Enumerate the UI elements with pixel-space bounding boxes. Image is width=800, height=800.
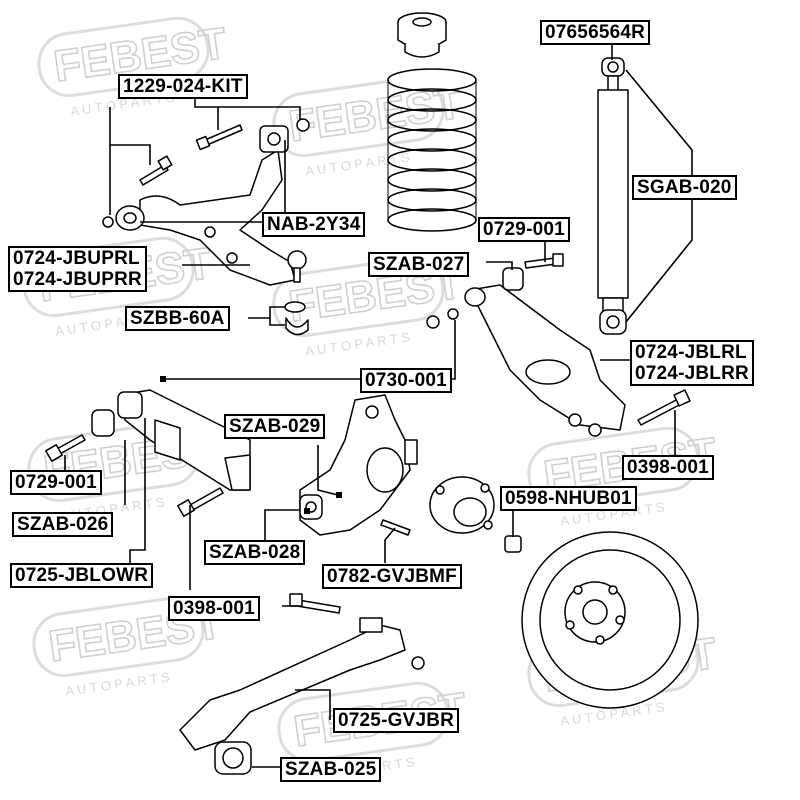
lower-rear-arm (464, 267, 626, 437)
bolt-0729-top (524, 253, 564, 269)
part-label-szbb-60a[interactable]: SZBB-60A (125, 306, 230, 331)
part-number: 0724-JBUPRL (13, 248, 140, 269)
part-number: 0398-001 (173, 598, 255, 619)
watermark-logo: FEBEST A U T O P A R T S (37, 16, 230, 119)
part-number: SZAB-027 (373, 254, 465, 275)
part-number: 1229-024-KIT (123, 76, 243, 97)
part-number: 0782-GVJBMF (327, 566, 457, 587)
part-number: 0724-JBLRL (635, 342, 747, 363)
part-number: SZAB-029 (229, 416, 321, 437)
upper-control-arm (115, 125, 307, 286)
part-label-0598-nhub01[interactable]: 0598-NHUB01 (500, 486, 637, 511)
part-number: 0724-JBUPRR (13, 269, 142, 290)
part-number: NAB-2Y34 (267, 214, 361, 235)
part-label-07656564r[interactable]: 07656564R (540, 20, 651, 45)
bolt-upper (195, 124, 243, 151)
part-number: 0725-JBLOWR (15, 565, 149, 586)
coil-spring (387, 68, 477, 232)
ball-joint-boot (284, 301, 309, 336)
part-label-szab-027[interactable]: SZAB-027 (368, 252, 470, 277)
part-label-0725-gvjbr[interactable]: 0725-GVJBR (333, 708, 460, 733)
part-label-0724-jbupr[interactable]: 0724-JBUPRL 0724-JBUPRR (8, 246, 147, 292)
bolt-upper-2 (139, 155, 173, 186)
part-label-0724-jblr[interactable]: 0724-JBLRL 0724-JBLRR (630, 340, 754, 386)
part-label-1229-024-kit[interactable]: 1229-024-KIT (118, 74, 248, 99)
nut-upper-left (102, 216, 114, 228)
washer (447, 308, 459, 320)
part-number: 0729-001 (483, 219, 565, 240)
part-label-szab-025[interactable]: SZAB-025 (280, 757, 382, 782)
part-number: SZAB-025 (285, 759, 377, 780)
nut-bottom (411, 656, 425, 670)
part-number: SZAB-028 (209, 542, 301, 563)
trailing-arm (179, 617, 406, 775)
part-label-0729-001-left[interactable]: 0729-001 (10, 470, 102, 495)
part-label-szab-028[interactable]: SZAB-028 (204, 540, 306, 565)
part-label-0730-001[interactable]: 0730-001 (360, 368, 452, 393)
steering-knuckle (299, 394, 418, 536)
part-label-szab-026[interactable]: SZAB-026 (12, 512, 114, 537)
part-label-0729-001-top[interactable]: 0729-001 (478, 217, 570, 242)
part-number: 0725-GVJBR (338, 710, 455, 731)
nut-arm (426, 315, 440, 329)
spring-seat (397, 12, 447, 58)
bolt-0398-right (637, 389, 691, 426)
part-number: SZAB-026 (17, 514, 109, 535)
part-number: 0724-JBLRR (635, 363, 749, 384)
part-number: SZBB-60A (130, 308, 225, 329)
part-label-0782-gvjbmf[interactable]: 0782-GVJBMF (322, 564, 462, 589)
part-label-0398-001-right[interactable]: 0398-001 (622, 455, 714, 480)
part-label-nab-2y34[interactable]: NAB-2Y34 (262, 212, 366, 237)
part-label-sgab-020[interactable]: SGAB-020 (632, 175, 737, 200)
hub-nut (504, 535, 522, 553)
shock-absorber (597, 57, 629, 335)
nut-upper (296, 118, 310, 132)
part-number: 0598-NHUB01 (505, 488, 632, 509)
part-number: 0398-001 (627, 457, 709, 478)
bolt-0398-bottom (289, 593, 341, 614)
part-number: SGAB-020 (637, 177, 732, 198)
wheel-stud (380, 519, 411, 536)
part-label-0725-jblowr[interactable]: 0725-JBLOWR (10, 563, 154, 588)
leader-dots (160, 376, 342, 514)
wheel-hub (429, 476, 495, 534)
part-number: 07656564R (545, 22, 646, 43)
part-number: 0729-001 (15, 472, 97, 493)
part-label-0398-001-left[interactable]: 0398-001 (168, 596, 260, 621)
bolt-0398-left (177, 487, 224, 517)
bolt-0729-left (45, 434, 86, 462)
part-number: 0730-001 (365, 370, 447, 391)
lateral-arm (91, 389, 251, 491)
part-label-szab-029[interactable]: SZAB-029 (224, 414, 326, 439)
brake-drum (521, 531, 699, 709)
